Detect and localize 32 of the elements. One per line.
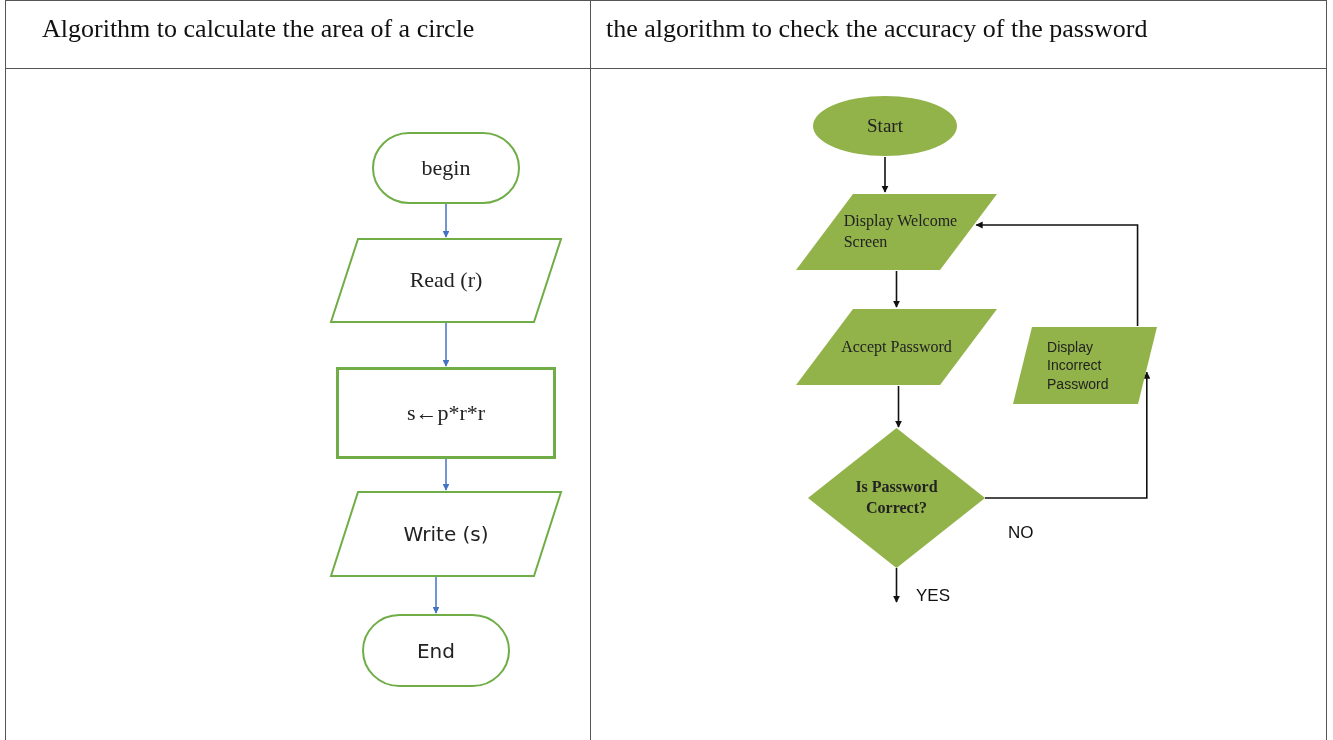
table-header-cell: Algorithm to calculate the area of a circle (42, 14, 475, 44)
arrow (894, 385, 903, 428)
input-parallelogram (330, 238, 562, 323)
node-text: Display Welcome Screen (843, 211, 959, 252)
output-parallelogram (1012, 326, 1158, 405)
arrow (442, 458, 450, 491)
node-text: Read (r) (409, 266, 483, 295)
node-text: Display Incorrect Password (1047, 338, 1110, 393)
table-header-cell: the algorithm to check the accuracy of the password (606, 14, 1148, 44)
arrow (442, 322, 450, 367)
arrow (984, 371, 1151, 499)
arrow (975, 221, 1139, 327)
arrow (881, 156, 889, 193)
arrow (432, 576, 440, 614)
node-text: Is Password Correct? (854, 477, 939, 518)
process-box (336, 367, 556, 459)
arrow (442, 203, 450, 238)
node-text: Accept Password (841, 336, 952, 358)
node-text: Start (867, 113, 903, 138)
arrow (892, 270, 901, 308)
node-text: Write (s) (403, 521, 489, 547)
node-text: End (417, 637, 455, 664)
decision-diamond (808, 428, 985, 568)
node-text: s←p*r*r (406, 398, 486, 427)
edge-label: NO (1008, 523, 1034, 543)
input-parallelogram (795, 308, 998, 386)
arrow (892, 567, 901, 603)
node-text: begin (421, 153, 471, 182)
edge-label: YES (916, 586, 951, 606)
output-parallelogram (330, 491, 562, 577)
output-parallelogram (795, 193, 998, 271)
terminal-ellipse (812, 95, 958, 157)
